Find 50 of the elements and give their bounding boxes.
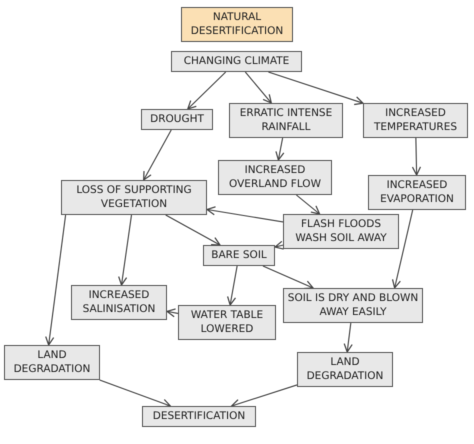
arrow xyxy=(275,138,284,161)
box-label: ERRATIC INTENSE RAINFALL xyxy=(238,107,334,134)
box-label: INCREASED EVAPORATION xyxy=(379,179,455,206)
box-label: DROUGHT xyxy=(150,112,204,126)
arrow xyxy=(244,72,272,104)
title-box xyxy=(181,7,293,42)
process-box xyxy=(171,51,302,72)
box-label: LAND DEGRADATION xyxy=(306,356,384,383)
arrow xyxy=(118,214,132,286)
arrow xyxy=(227,266,238,306)
arrow xyxy=(165,214,221,246)
box-label: INCREASED OVERLAND FLOW xyxy=(228,164,322,191)
arrow xyxy=(268,71,364,106)
arrow xyxy=(231,384,298,408)
arrow xyxy=(296,194,320,215)
arrow xyxy=(187,72,226,110)
arrow xyxy=(45,214,66,346)
arrow xyxy=(274,240,284,250)
process-box xyxy=(203,245,275,266)
box-label: INCREASED SALINISATION xyxy=(82,289,156,316)
process-box xyxy=(71,285,167,320)
box-label: WATER TABLE LOWERED xyxy=(190,309,264,336)
box-label: FLASH FLOODS WASH SOIL AWAY xyxy=(294,218,388,245)
arrow xyxy=(344,322,353,353)
process-box xyxy=(218,160,332,195)
box-label: DESERTIFICATION xyxy=(152,410,246,424)
box-label: LAND DEGRADATION xyxy=(12,349,92,376)
process-box xyxy=(368,175,466,210)
box-label: LOSS OF SUPPORTING VEGETATION xyxy=(75,184,193,211)
arrow xyxy=(392,210,414,289)
box-label: SOIL IS DRY AND BLOWN AWAY EASILY xyxy=(286,292,420,319)
process-box xyxy=(142,406,256,427)
arrow xyxy=(412,138,422,176)
arrow xyxy=(262,266,314,290)
box-label: INCREASED TEMPERATURES xyxy=(372,107,458,134)
process-box xyxy=(363,103,468,138)
arrow xyxy=(206,206,284,223)
arrow xyxy=(143,130,172,181)
box-label: BARE SOIL xyxy=(211,248,267,262)
process-box xyxy=(178,305,276,340)
process-box xyxy=(61,180,207,215)
arrow xyxy=(99,379,172,408)
process-box xyxy=(283,214,399,249)
box-label: CHANGING CLIMATE xyxy=(184,54,290,68)
process-box xyxy=(297,352,393,387)
process-box xyxy=(229,103,343,138)
box-label: NATURAL DESERTIFICATION xyxy=(190,11,284,38)
arrow xyxy=(166,308,178,318)
process-box xyxy=(141,109,213,130)
process-box xyxy=(4,345,100,380)
